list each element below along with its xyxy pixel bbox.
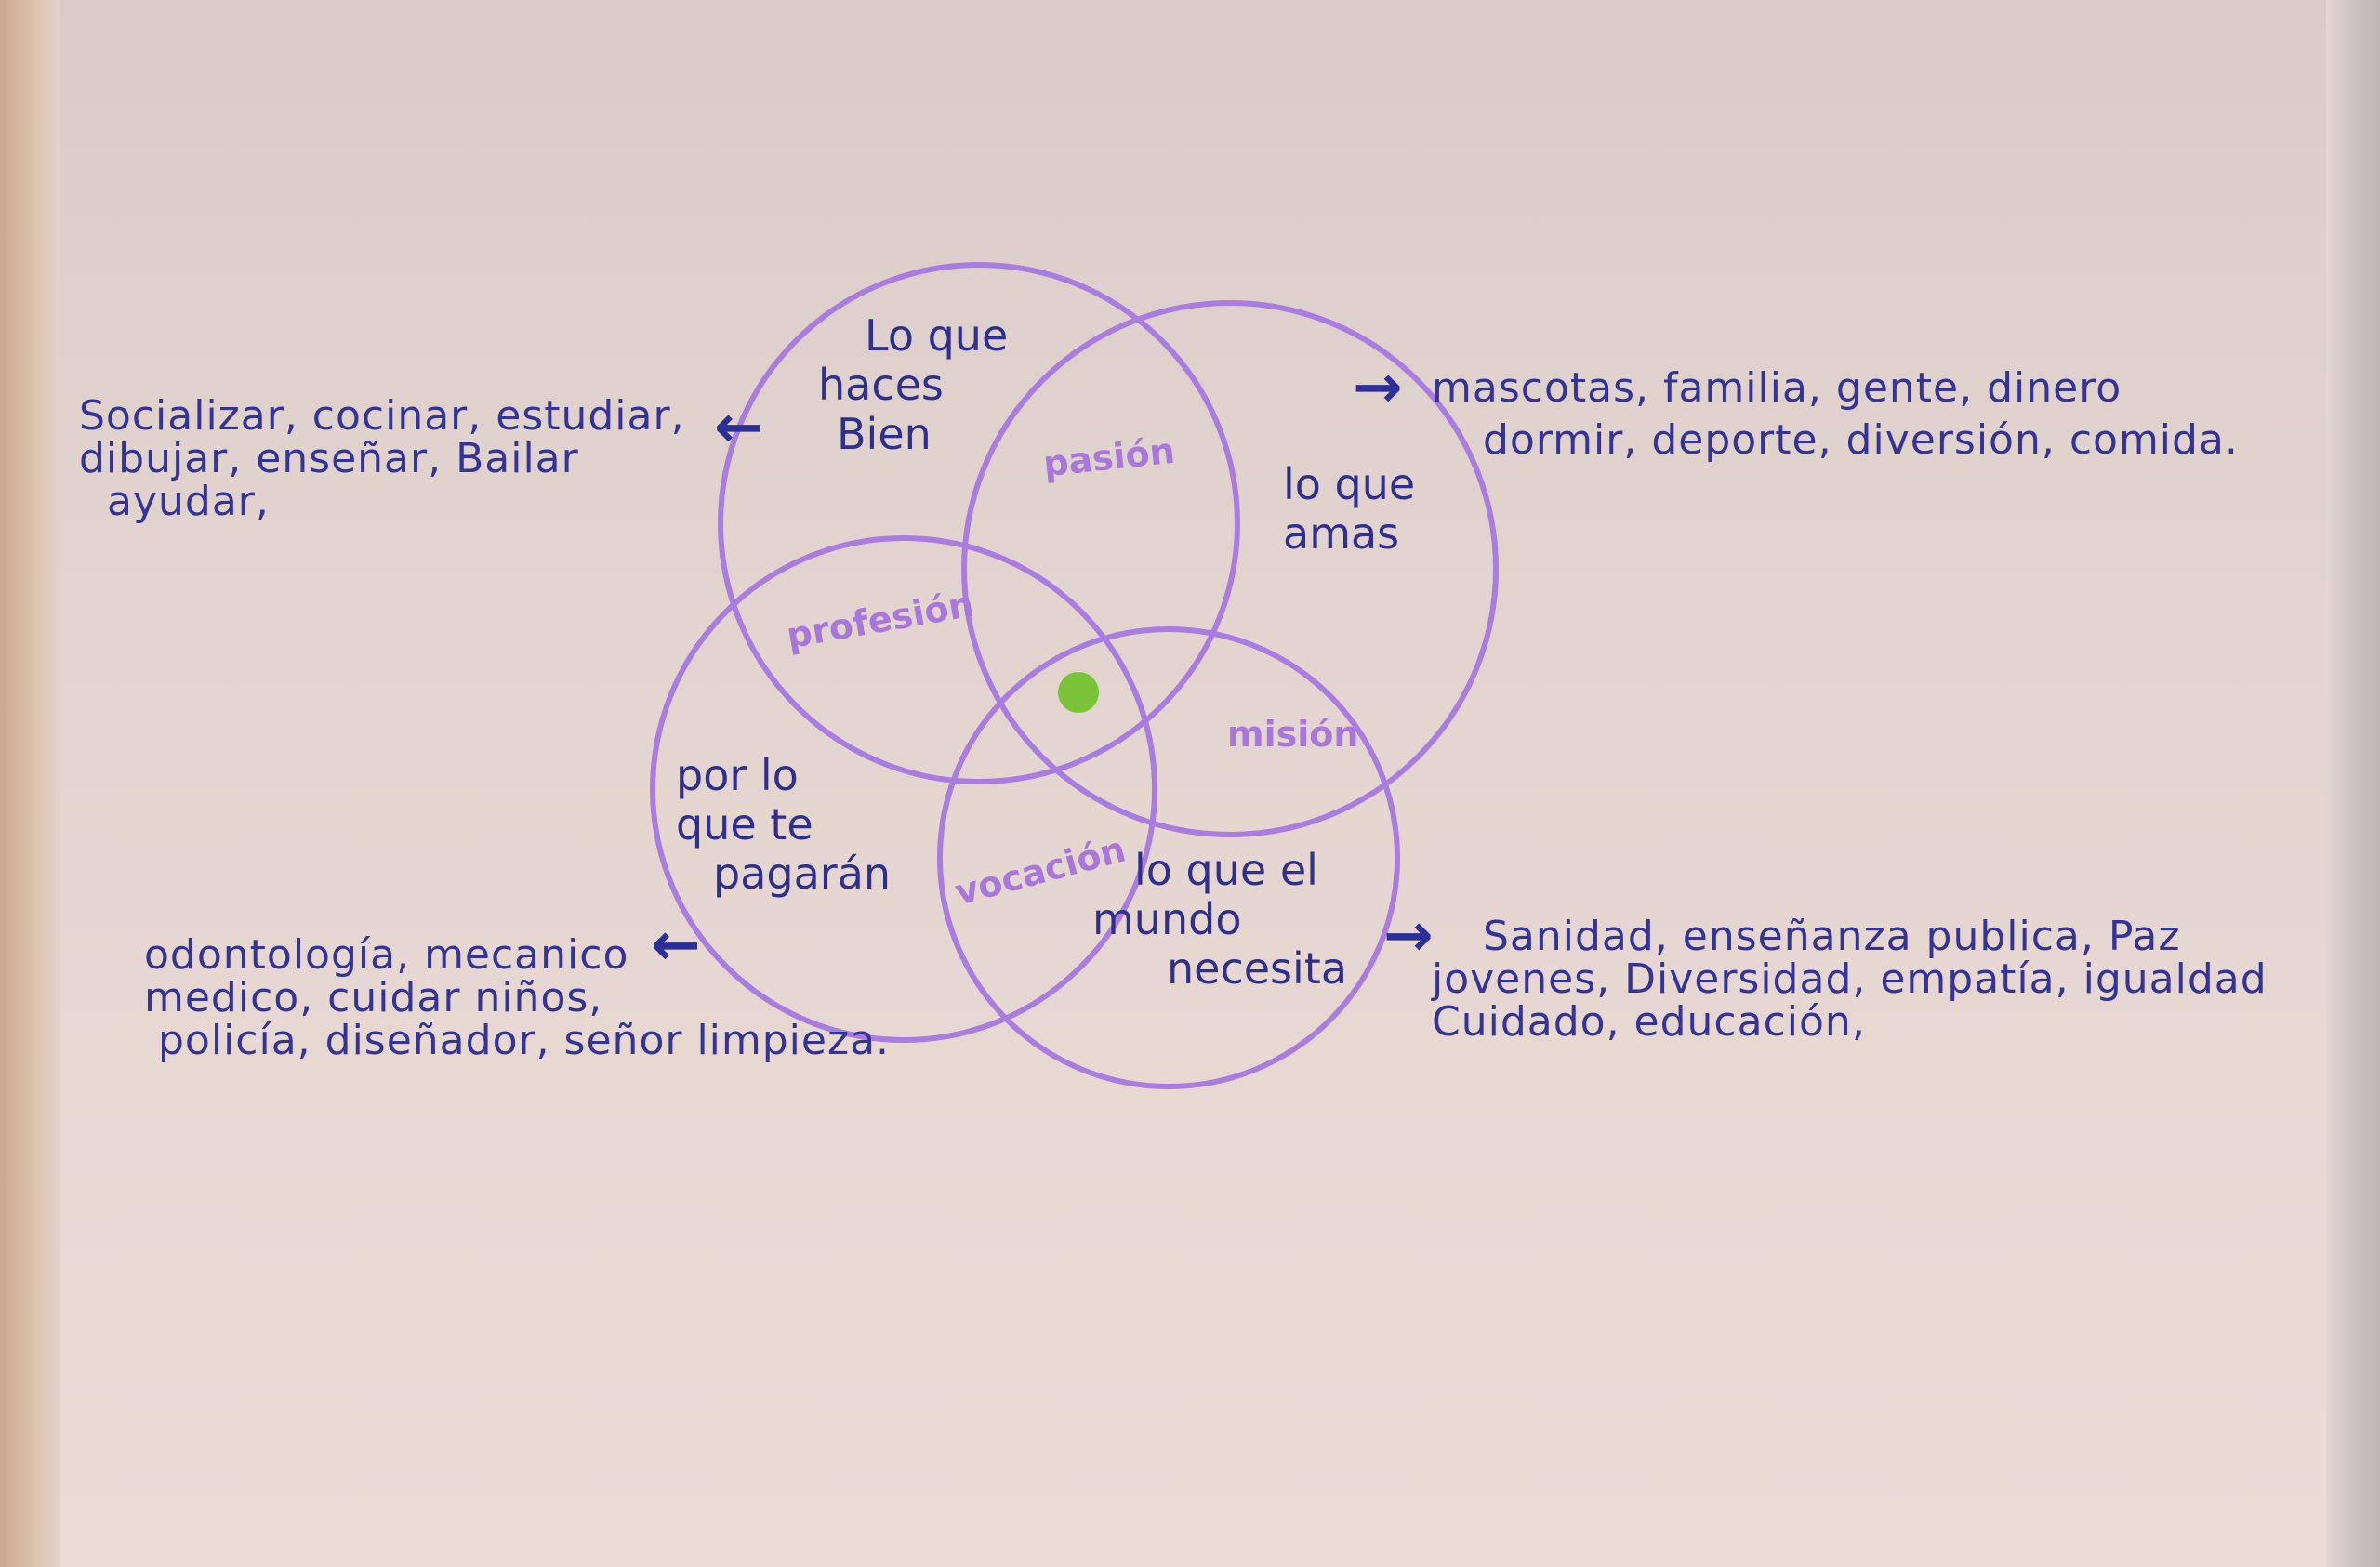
arrow-left-icon: ← (714, 393, 764, 462)
notes-haces-bien: Socializar, cocinar, estudiar, dibujar, … (79, 392, 685, 526)
table-edge-left (0, 0, 60, 1567)
note-line: jovenes, Diversidad, empatía, igualdad (1432, 955, 2268, 1004)
note-line: policía, diseñador, señor limpieza. (158, 1017, 891, 1065)
note-line: medico, cuidar niños, (144, 974, 603, 1022)
label-haces-bien: Lo que haces Bien (818, 310, 1009, 459)
notes-amas: mascotas, familia, gente, dinero dormir,… (1432, 364, 2239, 465)
label-amas: lo que amas (1283, 460, 1415, 559)
label-line: mundo (1092, 893, 1242, 944)
label-mundo: lo que el mundo necesita (1092, 846, 1347, 994)
note-line: Cuidado, educación, (1432, 998, 1866, 1047)
table-edge-right (2326, 0, 2380, 1567)
label-line: lo que el (1134, 845, 1318, 895)
note-line: Socializar, cocinar, estudiar, (79, 392, 685, 440)
label-line: que te (676, 798, 813, 849)
label-line: necesita (1167, 942, 1348, 994)
label-pagaran: por lo que te pagarán (676, 751, 891, 899)
note-line: odontología, mecanico (144, 931, 629, 979)
notes-mundo: Sanidad, enseñanza publica, Paz jovenes,… (1432, 915, 2268, 1045)
note-line: dormir, deporte, diversión, comida. (1483, 416, 2239, 465)
label-line: amas (1283, 507, 1400, 559)
center-dot (1058, 672, 1099, 713)
arrow-right-icon: → (1383, 902, 1434, 970)
note-line: mascotas, familia, gente, dinero (1432, 364, 2122, 412)
label-line: Lo que (865, 310, 1009, 361)
label-line: pagarán (713, 848, 892, 899)
arrow-right-icon: → (1353, 353, 1403, 422)
note-line: dibujar, enseñar, Bailar (79, 435, 579, 483)
overlap-mision: misión (1227, 714, 1359, 755)
label-line: lo que (1283, 459, 1416, 509)
label-line: por lo (676, 750, 799, 800)
arrow-left-icon: ← (651, 911, 701, 980)
label-line: haces (818, 359, 944, 410)
label-line: Bien (837, 408, 932, 459)
circle-mundo (937, 626, 1400, 1089)
circle-haces-bien (718, 262, 1240, 784)
note-line: ayudar, (107, 478, 270, 526)
circle-amas (961, 300, 1499, 837)
notes-pagaran: odontología, mecanico medico, cuidar niñ… (144, 931, 891, 1065)
circle-pagaran (650, 535, 1157, 1043)
note-line: Sanidad, enseñanza publica, Paz (1483, 913, 2181, 960)
